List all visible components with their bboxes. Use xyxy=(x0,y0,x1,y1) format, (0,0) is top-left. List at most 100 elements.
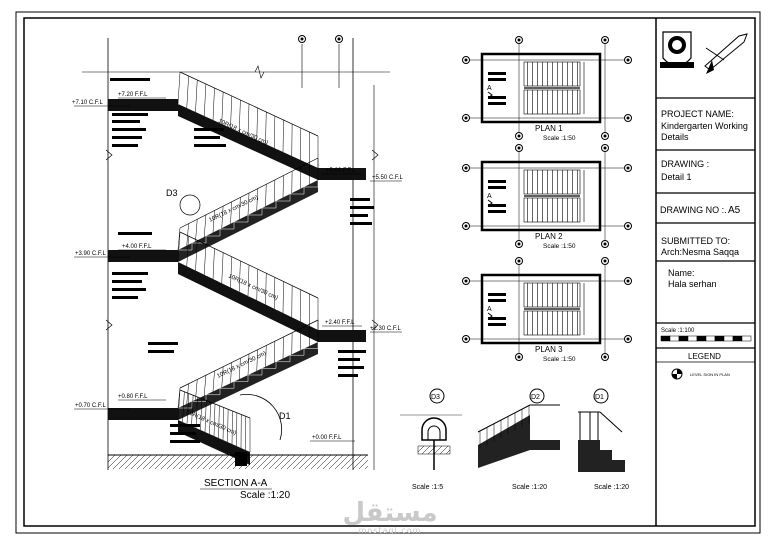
baluster xyxy=(274,179,276,202)
baluster xyxy=(186,393,189,425)
level-mark: +5.60 F.F.L xyxy=(326,168,356,174)
baluster xyxy=(239,260,241,292)
note-text-block xyxy=(112,144,138,147)
step-nosing xyxy=(262,201,277,209)
step-nosing xyxy=(178,103,193,111)
step-nosing xyxy=(248,368,263,376)
baluster xyxy=(247,264,250,297)
detail-tag: D2 xyxy=(531,394,540,401)
note-text-block xyxy=(110,78,150,81)
baluster xyxy=(230,362,232,384)
watermark-latin: mostaql.com xyxy=(358,526,422,535)
baluster xyxy=(204,400,207,433)
step-nosing xyxy=(304,342,319,349)
plan-scale: Scale :1:50 xyxy=(543,243,576,250)
baluster xyxy=(231,410,233,445)
level-mark: +4.00 F.F.L xyxy=(122,244,152,250)
scale-bar-label: Scale :1:100 xyxy=(661,328,695,334)
baluster xyxy=(256,269,258,301)
baluster xyxy=(239,358,241,380)
baluster xyxy=(221,91,224,125)
note-text-block xyxy=(338,374,358,377)
scale-bar xyxy=(660,335,752,342)
note-text-block xyxy=(194,128,224,131)
baluster xyxy=(230,256,232,288)
step-nosing xyxy=(192,268,207,276)
step-nosing xyxy=(220,282,235,290)
drawing-label: DRAWING : xyxy=(661,159,709,169)
note-text-block xyxy=(194,136,220,139)
step-nosing xyxy=(276,309,291,317)
submitted-label: SUBMITTED TO: xyxy=(661,236,730,246)
baluster xyxy=(230,95,232,129)
step-nosing xyxy=(276,194,291,202)
baluster xyxy=(177,389,181,421)
note-text-block xyxy=(194,144,226,147)
legend-title: LEGEND xyxy=(688,352,721,361)
name-label: Name: xyxy=(668,268,695,278)
baluster xyxy=(247,353,250,376)
baluster xyxy=(212,370,215,392)
baluster xyxy=(212,210,215,233)
note-text-block xyxy=(112,128,146,131)
step-nosing xyxy=(276,148,291,156)
project-name: Details xyxy=(661,132,689,142)
baluster xyxy=(265,184,267,207)
baluster xyxy=(186,75,189,109)
step-nosing xyxy=(178,261,193,269)
level-mark: +2.40 F.F.L xyxy=(325,320,355,326)
note-text-block xyxy=(170,432,196,435)
baluster xyxy=(204,244,207,275)
step-nosing xyxy=(248,135,263,143)
baluster xyxy=(239,99,241,133)
level-mark: +7.10 C.F.L xyxy=(72,100,104,106)
svg-text:A: A xyxy=(487,193,492,200)
baluster xyxy=(186,223,189,246)
baluster xyxy=(221,252,224,284)
note-text-block xyxy=(148,350,174,353)
level-mark: +3.90 C.F.L xyxy=(75,251,107,257)
note-text-block xyxy=(148,342,178,345)
baluster xyxy=(230,201,232,224)
note-text-block xyxy=(338,358,360,361)
baluster xyxy=(195,379,198,400)
baluster xyxy=(182,391,185,423)
baluster xyxy=(177,227,181,251)
note-text-block xyxy=(350,214,368,217)
detail-scale: Scale :1:20 xyxy=(594,484,629,491)
detail-tag: D3 xyxy=(431,394,440,401)
step-nosing xyxy=(234,215,249,223)
plan-title: PLAN 2 xyxy=(535,232,563,241)
outer-border xyxy=(15,11,761,534)
baluster xyxy=(256,349,258,371)
step-nosing xyxy=(290,348,305,356)
baluster xyxy=(247,192,250,216)
note-text-block xyxy=(112,296,138,299)
step-nosing xyxy=(290,154,305,162)
step-nosing xyxy=(262,302,277,310)
note-text-block xyxy=(350,206,374,209)
baluster xyxy=(195,79,198,113)
baluster xyxy=(282,175,284,198)
step-nosing xyxy=(206,275,221,283)
baluster xyxy=(186,236,189,267)
baluster xyxy=(177,71,181,105)
baluster xyxy=(204,83,207,117)
detail-scale: Scale :1:20 xyxy=(512,484,547,491)
baluster xyxy=(256,188,258,211)
note-text-block xyxy=(112,120,140,123)
baluster xyxy=(204,214,207,237)
note-text-block xyxy=(112,113,148,116)
step-nosing xyxy=(248,208,263,216)
level-mark: +2.30 C.F.L xyxy=(370,326,402,332)
baluster xyxy=(221,366,224,388)
baluster xyxy=(274,115,276,149)
project-label: PROJECT NAME: xyxy=(661,109,734,119)
baluster xyxy=(265,273,267,305)
step-nosing xyxy=(234,375,249,382)
baluster xyxy=(265,345,267,367)
baluster xyxy=(265,111,267,145)
